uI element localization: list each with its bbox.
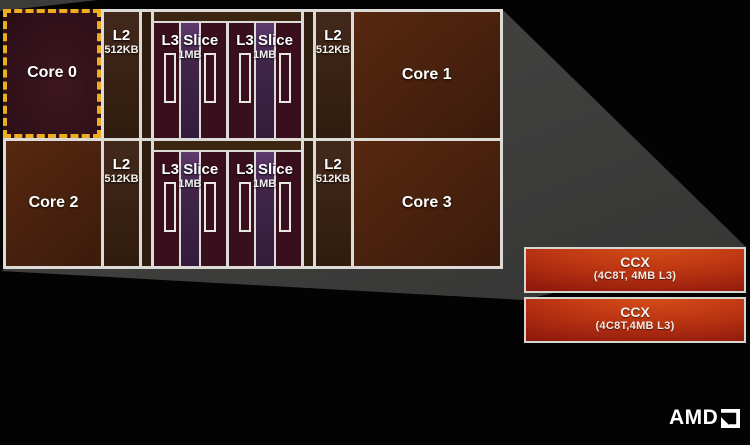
l3-top-strip — [154, 12, 301, 21]
l3-group-bottom: L3 Slice 1MB L3 Slice 1MB — [154, 140, 301, 266]
l2-title: L2 — [324, 27, 342, 44]
l2-block-top-left: L2 512KB — [104, 12, 139, 138]
l3-title: L3 Slice — [236, 32, 293, 49]
ccx-callout-stack: CCX (4C8T, 4MB L3) CCX (4C8T,4MB L3) — [524, 247, 746, 343]
core0-block: Core 0 — [3, 9, 101, 138]
l2-size: 512KB — [315, 44, 351, 56]
l2-block-bottom-right: L2 512KB — [315, 140, 351, 266]
l3-slice-block: L3 Slice 1MB — [228, 151, 301, 266]
ccx-title: CCX — [620, 304, 650, 320]
l3-size: 1MB — [253, 177, 277, 190]
ccx-subtitle: (4C8T, 4MB L3) — [593, 270, 677, 282]
l3-purple-column — [178, 23, 201, 138]
l3-slice-labels: L3 Slice 1MB — [154, 32, 226, 62]
l2-block-bottom-left: L2 512KB — [104, 140, 139, 266]
l3-title: L3 Slice — [161, 160, 219, 178]
l3-title: L3 Slice — [161, 32, 219, 49]
l2-size: 512KB — [104, 44, 139, 56]
l2-size: 512KB — [104, 172, 139, 185]
l3-slice-labels: L3 Slice 1MB — [229, 32, 301, 62]
core3-label: Core 3 — [401, 194, 452, 212]
amd-arrow-icon — [721, 408, 741, 428]
l2-title: L2 — [324, 155, 342, 173]
amd-logo: AMD — [669, 406, 741, 430]
l3-bracket — [163, 53, 176, 103]
ccx-box-1: CCX (4C8T, 4MB L3) — [524, 247, 746, 293]
core2-label: Core 2 — [28, 194, 79, 212]
l3-slice-block: L3 Slice 1MB — [154, 23, 226, 138]
l3-bracket — [163, 181, 176, 232]
l3-size: 1MB — [178, 49, 202, 61]
beam-corner-triangle — [0, 0, 98, 11]
ccx-subtitle: (4C8T,4MB L3) — [595, 320, 675, 332]
filler-column — [303, 140, 313, 266]
l3-group-top: L3 Slice 1MB L3 Slice 1MB — [154, 12, 301, 138]
filler-column — [303, 12, 313, 138]
l3-bracket — [238, 53, 251, 103]
l3-size: 1MB — [253, 49, 277, 61]
ccx-die-diagram: Core 0 L2 512KB L3 Slice 1MB — [3, 9, 503, 269]
l3-bracket — [203, 53, 216, 103]
l3-bracket — [278, 53, 291, 103]
die-row-top: Core 0 L2 512KB L3 Slice 1MB — [3, 9, 500, 138]
l3-slice-block: L3 Slice 1MB — [228, 23, 301, 138]
core3-block: Core 3 — [353, 140, 500, 266]
core1-block: Core 1 — [353, 12, 500, 138]
l2-size: 512KB — [315, 172, 351, 185]
l3-top-strip — [154, 140, 301, 150]
l3-slices-top: L3 Slice 1MB L3 Slice 1MB — [154, 23, 301, 138]
amd-wordmark: AMD — [669, 406, 719, 429]
l3-slice-labels: L3 Slice 1MB — [229, 161, 301, 191]
l3-purple-column — [253, 151, 276, 266]
l3-slices-bottom: L3 Slice 1MB L3 Slice 1MB — [154, 151, 301, 266]
l3-slice-labels: L3 Slice 1MB — [154, 161, 226, 191]
core2-block: Core 2 — [6, 140, 101, 266]
filler-column — [142, 140, 151, 266]
l3-slice-block: L3 Slice 1MB — [154, 151, 226, 266]
core0-label: Core 0 — [27, 64, 77, 82]
filler-column — [142, 12, 151, 138]
ccx-title: CCX — [620, 254, 650, 270]
l3-purple-column — [253, 23, 276, 138]
core1-label: Core 1 — [401, 65, 452, 83]
l3-bracket — [238, 181, 251, 232]
l2-title: L2 — [112, 155, 131, 173]
ccx-box-2: CCX (4C8T,4MB L3) — [524, 297, 746, 343]
l3-purple-column — [178, 151, 201, 266]
l3-title: L3 Slice — [236, 160, 293, 178]
l2-block-top-right: L2 512KB — [315, 12, 351, 138]
l3-bracket — [203, 181, 216, 232]
die-row-bottom: Core 2 L2 512KB L3 Slice 1MB — [6, 140, 500, 266]
l2-title: L2 — [112, 27, 131, 44]
l3-bracket — [278, 181, 291, 232]
l3-size: 1MB — [178, 177, 202, 190]
